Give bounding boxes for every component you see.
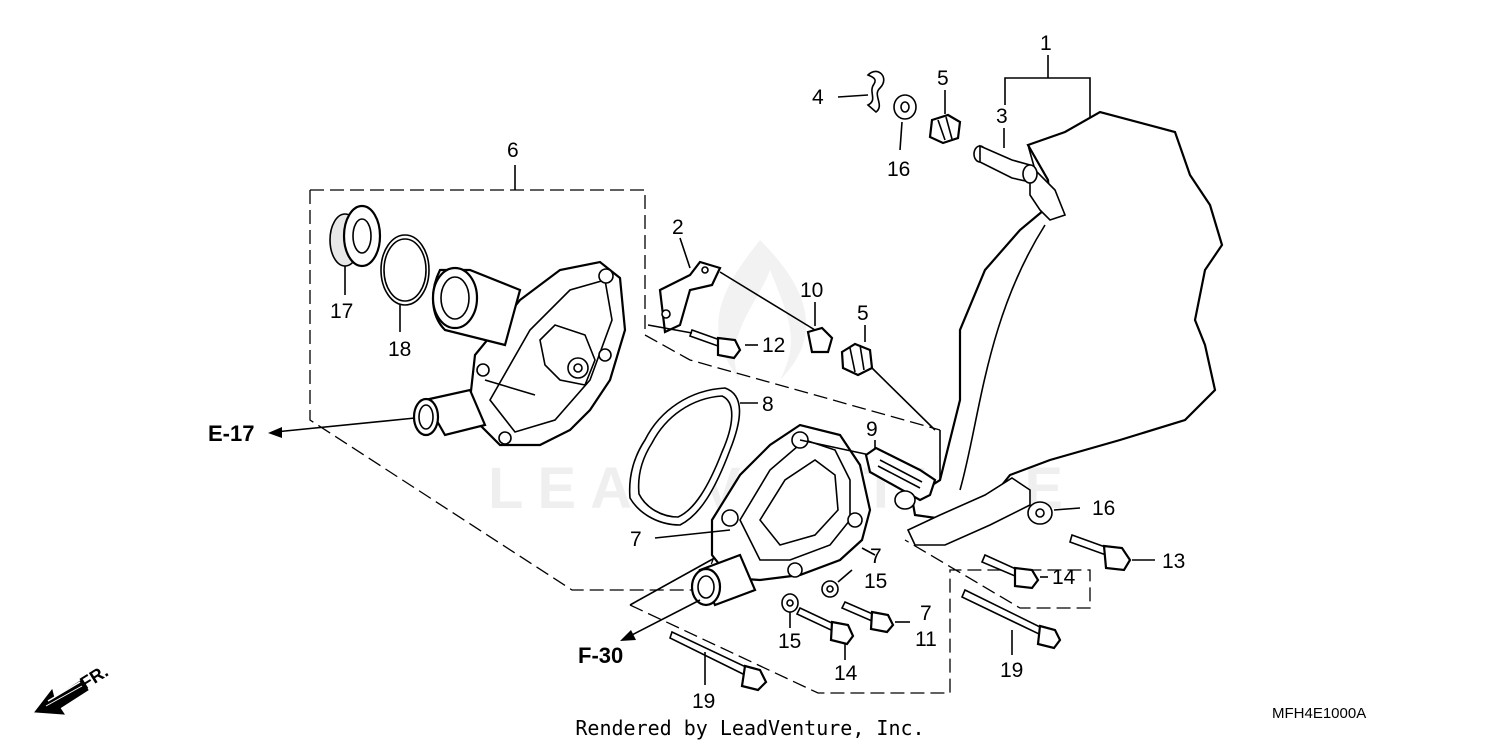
label-part-5-top: 5	[937, 67, 949, 90]
label-part-16-lower: 16	[1092, 497, 1115, 520]
label-part-11: 11	[915, 628, 937, 651]
collar-10	[806, 302, 834, 354]
bolt-11	[840, 600, 910, 634]
label-part-7-c: 7	[920, 602, 932, 625]
label-part-13: 13	[1162, 550, 1185, 573]
label-part-17: 17	[330, 300, 353, 323]
label-part-10: 10	[800, 279, 823, 302]
side-cover	[906, 110, 1224, 546]
label-part-14-right: 14	[1052, 566, 1076, 589]
label-part-6: 6	[507, 139, 519, 162]
diagram-code: MFH4E1000A	[1272, 705, 1366, 722]
washer-16-lower	[1027, 501, 1081, 525]
leader-7c	[861, 547, 876, 556]
washer-16-top	[893, 94, 917, 151]
ref-e17: E-17	[208, 421, 254, 446]
o-ring-18	[380, 234, 430, 332]
leader-f30	[629, 554, 721, 606]
bolt-14-right	[980, 553, 1048, 590]
label-part-3: 3	[996, 105, 1008, 128]
bolt-19-left	[669, 630, 768, 692]
label-part-19-right: 19	[1000, 659, 1023, 682]
rubber-9	[864, 440, 937, 510]
label-part-19-left: 19	[692, 690, 715, 713]
front-arrow-icon	[34, 679, 89, 715]
label-part-15-b: 15	[778, 630, 801, 653]
watermark-flame-icon	[718, 240, 807, 380]
bolt-12	[647, 324, 758, 360]
arrow-f30	[620, 599, 701, 641]
grommet-5-mid	[840, 325, 936, 431]
label-part-1: 1	[1040, 32, 1052, 55]
pump-cover-7	[654, 423, 872, 607]
label-part-8: 8	[762, 393, 774, 416]
label-part-2: 2	[672, 216, 684, 239]
label-part-18: 18	[388, 338, 411, 361]
grommet-5-top	[928, 90, 962, 145]
label-part-15-a: 15	[864, 570, 887, 593]
label-part-16-top: 16	[887, 158, 910, 181]
bolt-14-center	[795, 606, 855, 660]
label-part-4: 4	[812, 86, 824, 109]
label-part-14-center: 14	[834, 662, 858, 685]
bracket-1	[1004, 55, 1091, 120]
footer-credit: Rendered by LeadVenture, Inc.	[0, 716, 1500, 740]
label-part-7-b: 7	[870, 545, 882, 568]
ref-f30: F-30	[578, 643, 623, 668]
stud-3	[973, 144, 1038, 184]
bolt-19-right	[960, 588, 1062, 655]
label-part-12: 12	[762, 334, 785, 357]
washer-15-a	[821, 569, 853, 598]
label-part-7-a: 7	[630, 528, 642, 551]
oil-seal-17	[329, 204, 382, 295]
arrow-e17	[268, 417, 416, 438]
footer-text: Rendered by LeadVenture, Inc.	[575, 716, 925, 740]
water-pump-6	[412, 260, 627, 447]
washer-15-b	[781, 593, 799, 628]
bolt-13	[1069, 533, 1155, 572]
label-part-5-mid: 5	[857, 302, 869, 325]
gasket-8	[628, 387, 758, 526]
clip-4	[837, 70, 885, 114]
label-part-9: 9	[866, 418, 878, 441]
